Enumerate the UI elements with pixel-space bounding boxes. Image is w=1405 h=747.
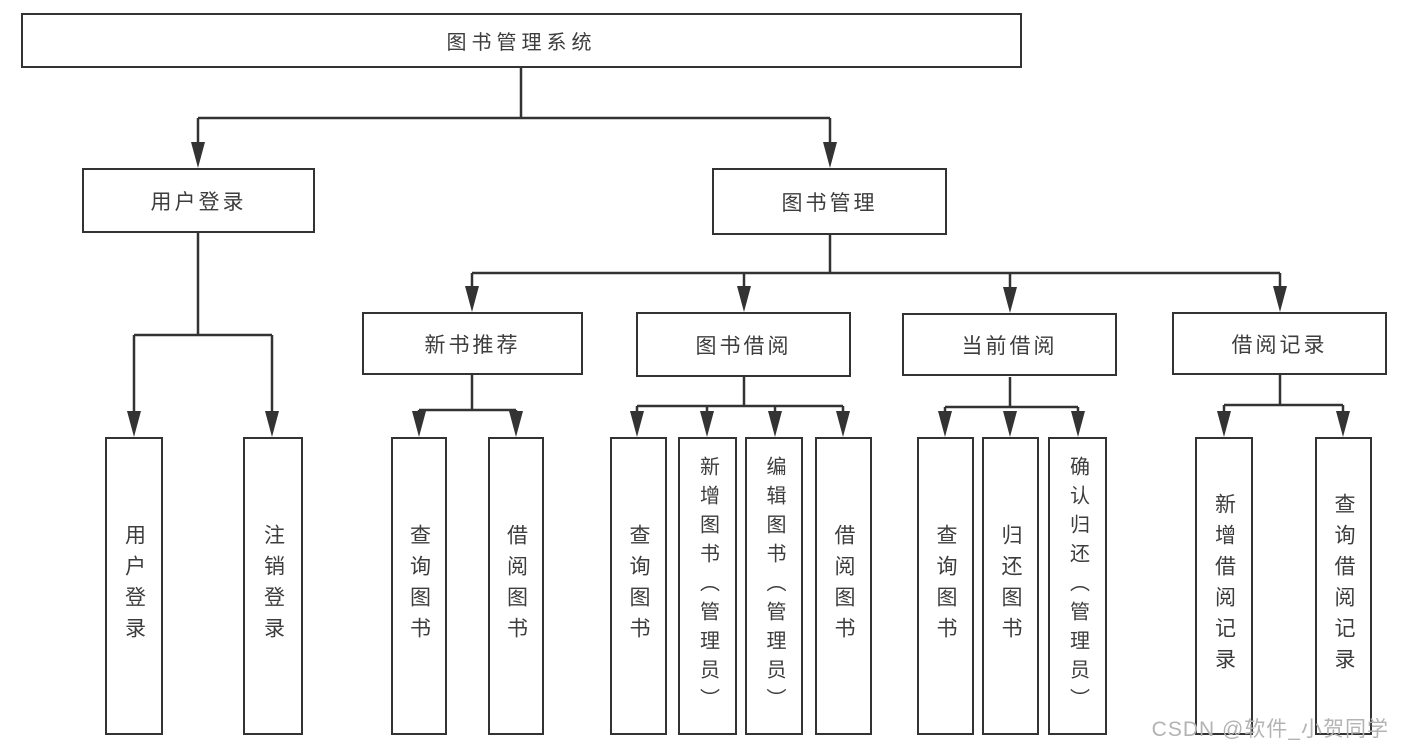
leaf-logout-label: 注销登录: [261, 524, 285, 648]
leaf-edit-book-admin: 编辑图书（管理员）: [745, 437, 803, 735]
arrow-icon: [700, 411, 714, 437]
leaf-user-login-label: 用户登录: [122, 524, 146, 648]
leaf-confirm-return-admin-label: 确认归还（管理员）: [1066, 455, 1089, 717]
leaf-query-book-recommend: 查询图书: [391, 437, 447, 735]
node-current-borrowing: 当前借阅: [902, 313, 1117, 376]
node-book-borrowing-label: 图书借阅: [695, 334, 792, 358]
arrow-icon: [127, 411, 141, 437]
arrow-icon: [1071, 411, 1085, 437]
node-borrow-records: 借阅记录: [1172, 312, 1387, 375]
arrow-icon: [191, 142, 205, 168]
leaf-return-book: 归还图书: [982, 437, 1039, 735]
leaf-user-login: 用户登录: [105, 437, 163, 735]
arrow-icon: [265, 411, 279, 437]
node-user-login-label: 用户登录: [150, 190, 247, 214]
leaf-query-book-current: 查询图书: [917, 437, 974, 735]
node-user-login: 用户登录: [82, 168, 315, 233]
node-book-management: 图书管理: [712, 168, 947, 235]
leaf-return-book-label: 归还图书: [999, 524, 1022, 648]
leaf-borrow-book-recommend-label: 借阅图书: [504, 524, 528, 648]
arrow-icon: [465, 286, 479, 312]
arrow-icon: [1336, 411, 1350, 437]
leaf-query-book-recommend-label: 查询图书: [407, 524, 431, 648]
leaf-edit-book-admin-label: 编辑图书（管理员）: [763, 455, 785, 717]
arrow-icon: [737, 286, 751, 312]
arrow-icon: [768, 411, 782, 437]
arrow-icon: [938, 411, 952, 437]
node-current-borrowing-label: 当前借阅: [961, 334, 1058, 358]
arrow-icon: [509, 411, 523, 437]
leaf-query-book-current-label: 查询图书: [934, 524, 957, 648]
node-new-book-recommend-label: 新书推荐: [424, 333, 521, 357]
leaf-query-book-borrowing-label: 查询图书: [627, 524, 650, 648]
leaf-borrow-book-recommend: 借阅图书: [488, 437, 544, 735]
node-book-management-label: 图书管理: [781, 191, 878, 215]
leaf-add-book-admin-label: 新增图书（管理员）: [696, 455, 719, 717]
leaf-add-borrow-record: 新增借阅记录: [1195, 437, 1253, 735]
arrow-icon: [630, 411, 644, 437]
node-new-book-recommend: 新书推荐: [362, 312, 583, 375]
leaf-confirm-return-admin: 确认归还（管理员）: [1048, 437, 1107, 735]
leaf-add-book-admin: 新增图书（管理员）: [678, 437, 737, 735]
node-root-label: 图书管理系统: [446, 32, 597, 54]
leaf-logout: 注销登录: [243, 437, 303, 735]
leaf-query-borrow-record: 查询借阅记录: [1315, 437, 1372, 735]
arrow-icon: [823, 142, 837, 168]
arrow-icon: [412, 411, 426, 437]
leaf-borrow-book-label: 借阅图书: [832, 524, 855, 648]
leaf-add-borrow-record-label: 新增借阅记录: [1212, 493, 1236, 679]
arrow-icon: [1003, 411, 1017, 437]
node-root: 图书管理系统: [21, 13, 1022, 68]
arrow-icon: [836, 411, 850, 437]
arrow-icon: [1273, 286, 1287, 312]
node-borrow-records-label: 借阅记录: [1231, 333, 1328, 357]
leaf-borrow-book: 借阅图书: [815, 437, 872, 735]
arrow-icon: [1003, 287, 1017, 313]
csdn-watermark: CSDN @软件_小贺同学: [1151, 718, 1389, 741]
node-book-borrowing: 图书借阅: [636, 312, 851, 377]
leaf-query-book-borrowing: 查询图书: [610, 437, 667, 735]
leaf-query-borrow-record-label: 查询借阅记录: [1332, 493, 1355, 679]
arrow-icon: [1217, 411, 1231, 437]
